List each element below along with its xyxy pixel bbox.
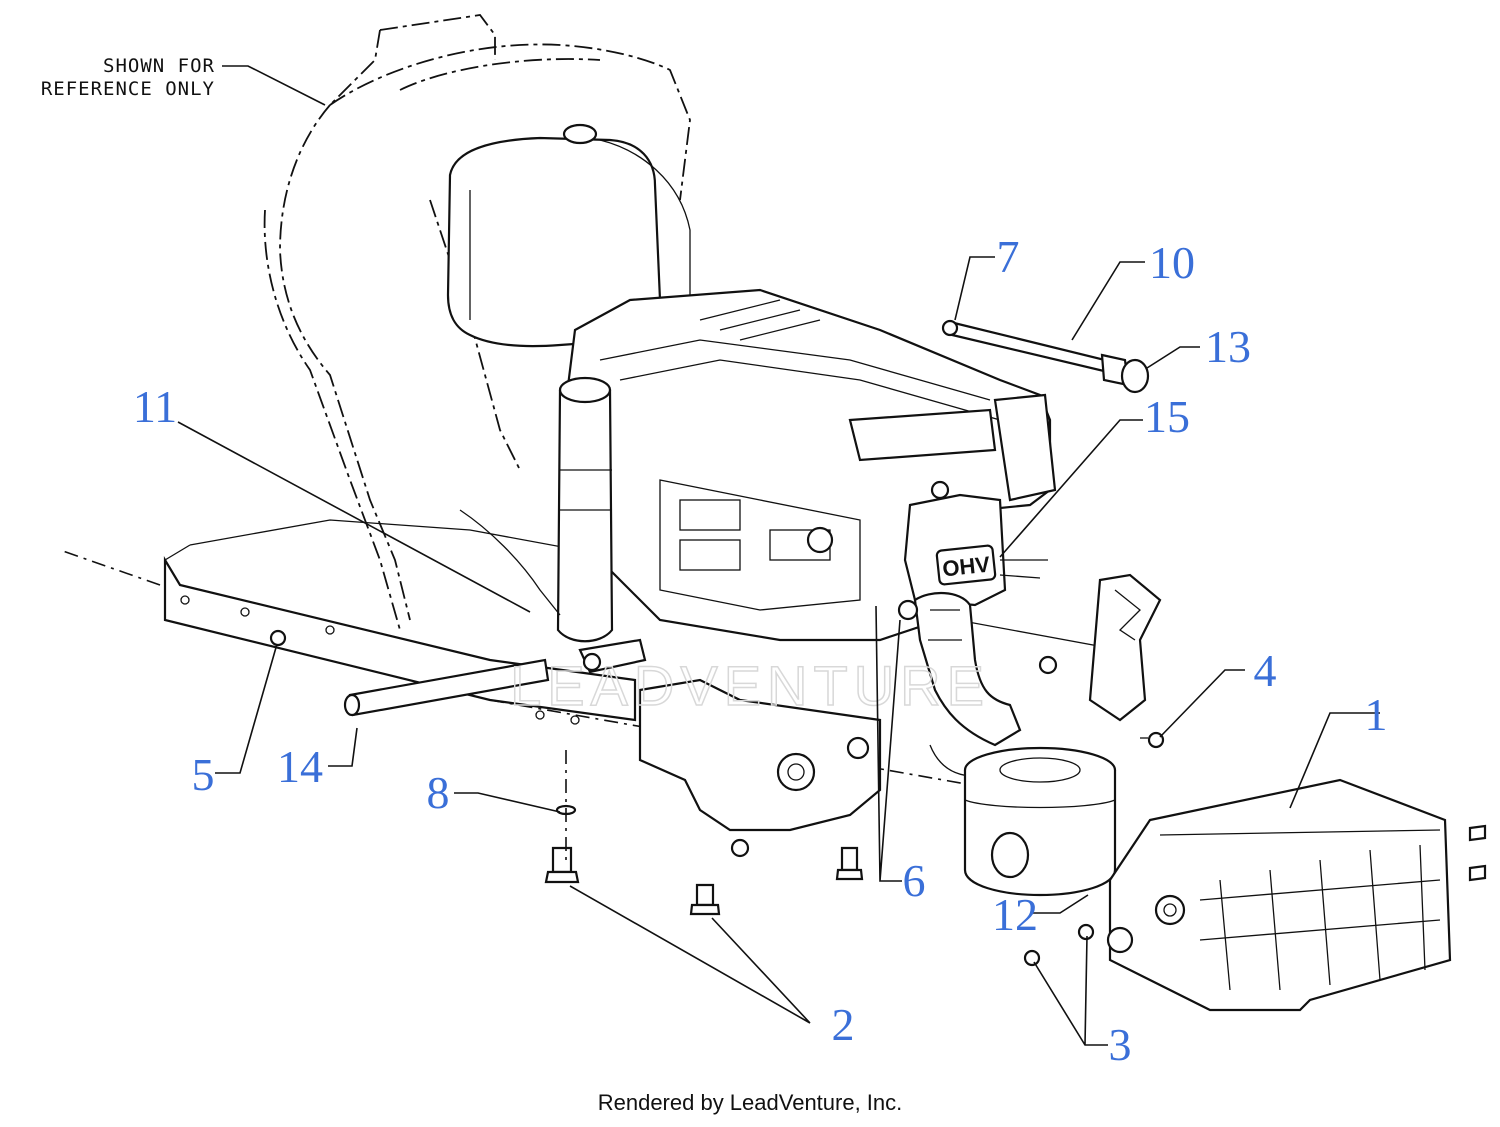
watermark-text: LEADVENTURE xyxy=(510,654,990,717)
callout-4: 4 xyxy=(1254,645,1277,696)
callout-14: 14 xyxy=(277,741,323,792)
reference-note-leader xyxy=(222,65,326,106)
callout-1: 1 xyxy=(1365,689,1388,740)
callout-labels: 1 2 3 4 5 6 7 8 10 11 12 13 14 15 xyxy=(133,231,1388,1070)
engine-ohv-badge: OHV xyxy=(941,552,991,582)
footer-credit: Rendered by LeadVenture, Inc. xyxy=(597,1090,903,1115)
starter-motor xyxy=(556,376,647,674)
callout-13: 13 xyxy=(1205,321,1251,372)
callout-2: 2 xyxy=(832,999,855,1050)
dipstick-tube xyxy=(941,319,1150,394)
callout-15: 15 xyxy=(1144,391,1190,442)
fasteners xyxy=(555,731,1165,967)
exhaust-pipe xyxy=(897,591,1022,747)
muffler-guard xyxy=(1106,778,1487,1012)
engine-mount-plate xyxy=(638,655,1058,832)
reference-note: SHOWN FOR REFERENCE ONLY xyxy=(41,55,326,106)
fuel-tank xyxy=(446,123,701,348)
callout-7: 7 xyxy=(997,231,1020,282)
fuel-hose xyxy=(459,509,561,616)
rod xyxy=(343,658,550,717)
callout-6: 6 xyxy=(903,855,926,906)
callout-12: 12 xyxy=(992,889,1038,940)
callout-8: 8 xyxy=(427,767,450,818)
callout-leaders xyxy=(177,256,1380,1046)
muffler xyxy=(963,746,1117,897)
reference-seat-fender xyxy=(263,14,691,631)
reference-note-line2: REFERENCE ONLY xyxy=(41,78,215,100)
reference-note-line1: SHOWN FOR xyxy=(103,55,215,77)
callout-10: 10 xyxy=(1149,237,1195,288)
bolts xyxy=(544,838,864,916)
callout-5: 5 xyxy=(192,749,215,800)
callout-3: 3 xyxy=(1109,1019,1132,1070)
callout-11: 11 xyxy=(133,381,177,432)
